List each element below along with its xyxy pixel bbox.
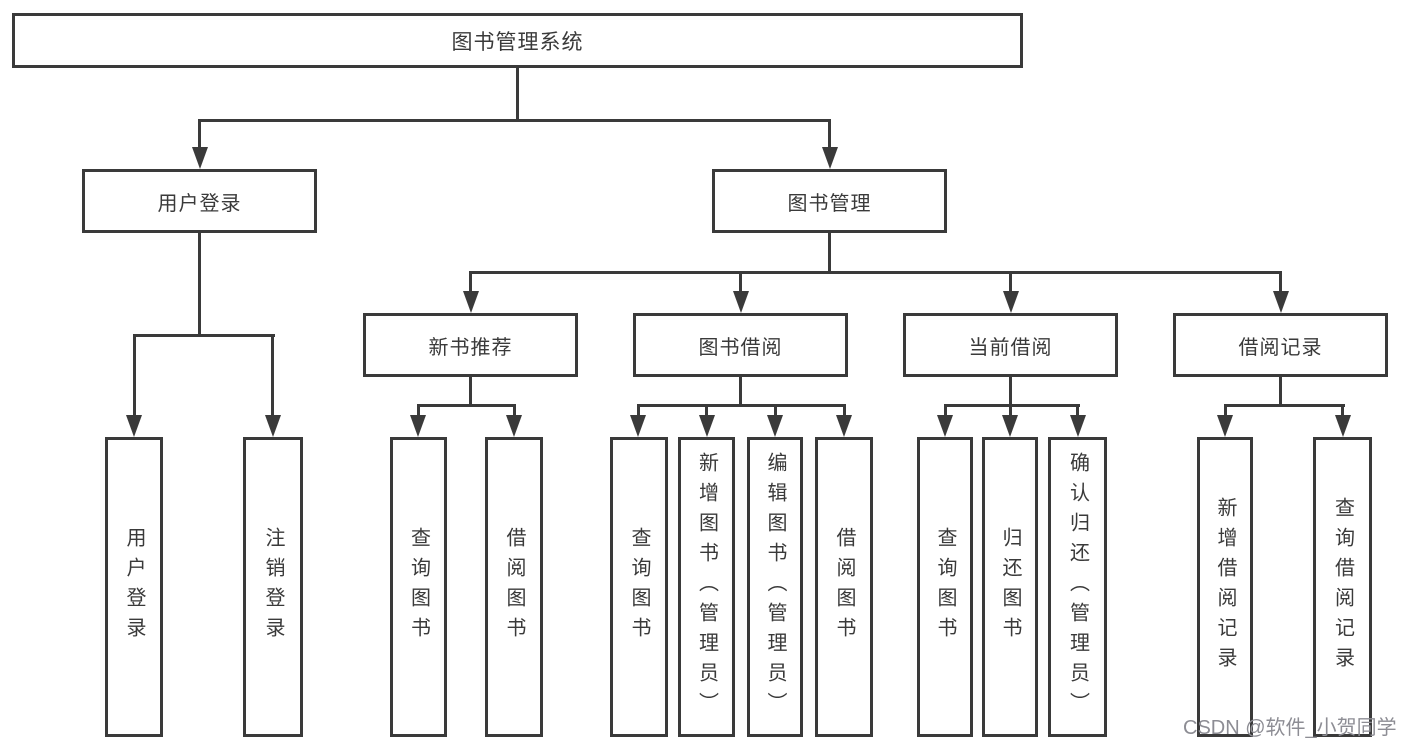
connector-new-book-stem [469,377,472,406]
connector-leaf-stub [1009,404,1012,418]
connector-leaf-stub [1076,404,1079,418]
arrow-down-icon [126,415,142,437]
connector-leaf-stub [774,404,777,418]
connector-root-to-book-management [828,119,831,152]
node-user-login: 用户登录 [82,169,317,233]
connector-leaf-stub [843,404,846,418]
leaf-label: 新增借阅记录 [1214,497,1236,677]
arrow-down-icon [1003,291,1019,313]
arrow-down-icon [410,415,426,437]
leaf-label: 借阅图书 [833,527,855,647]
connector-borrow-records-bar [1224,404,1345,407]
arrow-down-icon [1002,415,1018,437]
node-book-management: 图书管理 [712,169,947,233]
connector-to-leaf-logout [271,334,274,420]
connector-leaf-stub [1224,404,1227,418]
leaf-current-return-books: 归还图书 [982,437,1038,737]
leaf-records-query-borrow-record: 查询借阅记录 [1313,437,1372,737]
node-label: 图书管理系统 [451,30,584,54]
connector-to-book-borrowing [739,271,742,297]
leaf-borrowing-borrow-books: 借阅图书 [815,437,873,737]
arrow-down-icon [822,147,838,169]
connector-to-current-borrowing [1009,271,1012,297]
leaf-newbook-query-books: 查询图书 [390,437,447,737]
connector-leaf-stub [637,404,640,418]
arrow-down-icon [630,415,646,437]
watermark-text: CSDN @软件_小贺同学 [1183,717,1397,739]
connector-current-borrowing-bar [944,404,1080,407]
node-label: 借阅记录 [1238,336,1323,359]
connector-book-management-bar [469,271,1282,274]
connector-book-borrowing-bar [637,404,846,407]
leaf-logout-login: 注销登录 [243,437,303,737]
connector-book-management-stem [828,233,831,274]
leaf-label: 归还图书 [999,527,1021,647]
connector-root-stem [516,68,519,120]
node-label: 当前借阅 [968,336,1053,359]
node-borrow-records: 借阅记录 [1173,313,1388,377]
leaf-current-confirm-return-admin: 确认归还（管理员） [1048,437,1107,737]
arrow-down-icon [1070,415,1086,437]
arrow-down-icon [1335,415,1351,437]
arrow-down-icon [506,415,522,437]
arrow-down-icon [836,415,852,437]
leaf-label: 新增图书（管理员） [695,452,718,722]
leaf-label: 查询借阅记录 [1331,497,1354,677]
arrow-down-icon [767,415,783,437]
node-label: 图书借阅 [698,336,783,359]
connector-new-book-bar [417,404,516,407]
connector-leaf-stub [705,404,708,418]
connector-current-borrowing-stem [1009,377,1012,406]
arrow-down-icon [463,291,479,313]
leaf-records-add-borrow-record: 新增借阅记录 [1197,437,1253,737]
connector-user-login-bar [133,334,275,337]
node-current-borrowing: 当前借阅 [903,313,1118,377]
connector-leaf-stub [1341,404,1344,418]
arrow-down-icon [1273,291,1289,313]
connector-borrow-records-stem [1279,377,1282,406]
leaf-label: 借阅图书 [503,527,525,647]
connector-user-login-stem [198,233,201,336]
connector-root-bar [198,119,831,122]
leaf-label: 查询图书 [407,527,430,647]
arrow-down-icon [1217,415,1233,437]
leaf-label: 编辑图书（管理员） [764,452,786,722]
leaf-newbook-borrow-books: 借阅图书 [485,437,543,737]
node-label: 用户登录 [157,192,242,215]
node-library-management-system: 图书管理系统 [12,13,1023,68]
node-book-borrowing: 图书借阅 [633,313,848,377]
leaf-label: 用户登录 [123,527,145,647]
arrow-down-icon [733,291,749,313]
leaf-borrowing-add-books-admin: 新增图书（管理员） [678,437,735,737]
arrow-down-icon [192,147,208,169]
connector-root-to-user-login [198,119,201,152]
leaf-label: 查询图书 [628,527,650,647]
connector-to-leaf-user-login [133,334,136,420]
leaf-user-login: 用户登录 [105,437,163,737]
leaf-borrowing-edit-books-admin: 编辑图书（管理员） [747,437,803,737]
leaf-label: 确认归还（管理员） [1066,452,1089,722]
arrow-down-icon [265,415,281,437]
connector-book-borrowing-stem [739,377,742,406]
leaf-label: 查询图书 [934,527,956,647]
leaf-borrowing-query-books: 查询图书 [610,437,668,737]
node-label: 新书推荐 [428,336,513,359]
node-label: 图书管理 [787,192,872,215]
arrow-down-icon [699,415,715,437]
connector-leaf-stub [944,404,947,418]
leaf-label: 注销登录 [262,527,284,647]
connector-leaf-stub [417,404,420,418]
connector-to-borrow-records [1279,271,1282,297]
node-new-book-recommend: 新书推荐 [363,313,578,377]
arrow-down-icon [937,415,953,437]
connector-to-new-book-recommend [469,271,472,297]
connector-leaf-stub [513,404,516,418]
leaf-current-query-books: 查询图书 [917,437,973,737]
